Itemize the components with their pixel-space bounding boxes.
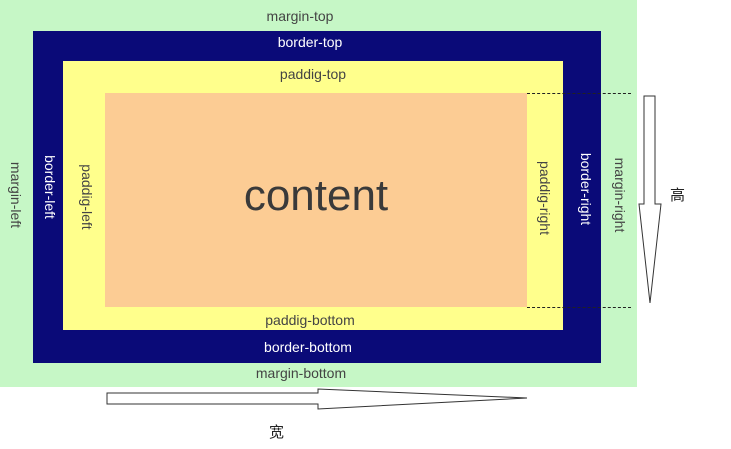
content-area [105,93,527,307]
height-label: 高 [670,186,686,204]
height-guide-top [527,93,631,94]
height-arrow-icon [638,95,662,304]
border-top-label: border-top [277,34,343,50]
content-label: content [243,171,389,220]
padding-top-label: paddig-top [279,66,347,82]
width-label: 宽 [269,423,285,441]
height-guide-bottom [527,307,631,308]
margin-top-label: margin-top [266,8,334,24]
border-bottom-label: border-bottom [264,339,352,355]
padding-bottom-label: paddig-bottom [265,312,355,328]
margin-bottom-label: margin-bottom [255,365,347,381]
width-arrow-icon [106,388,528,410]
